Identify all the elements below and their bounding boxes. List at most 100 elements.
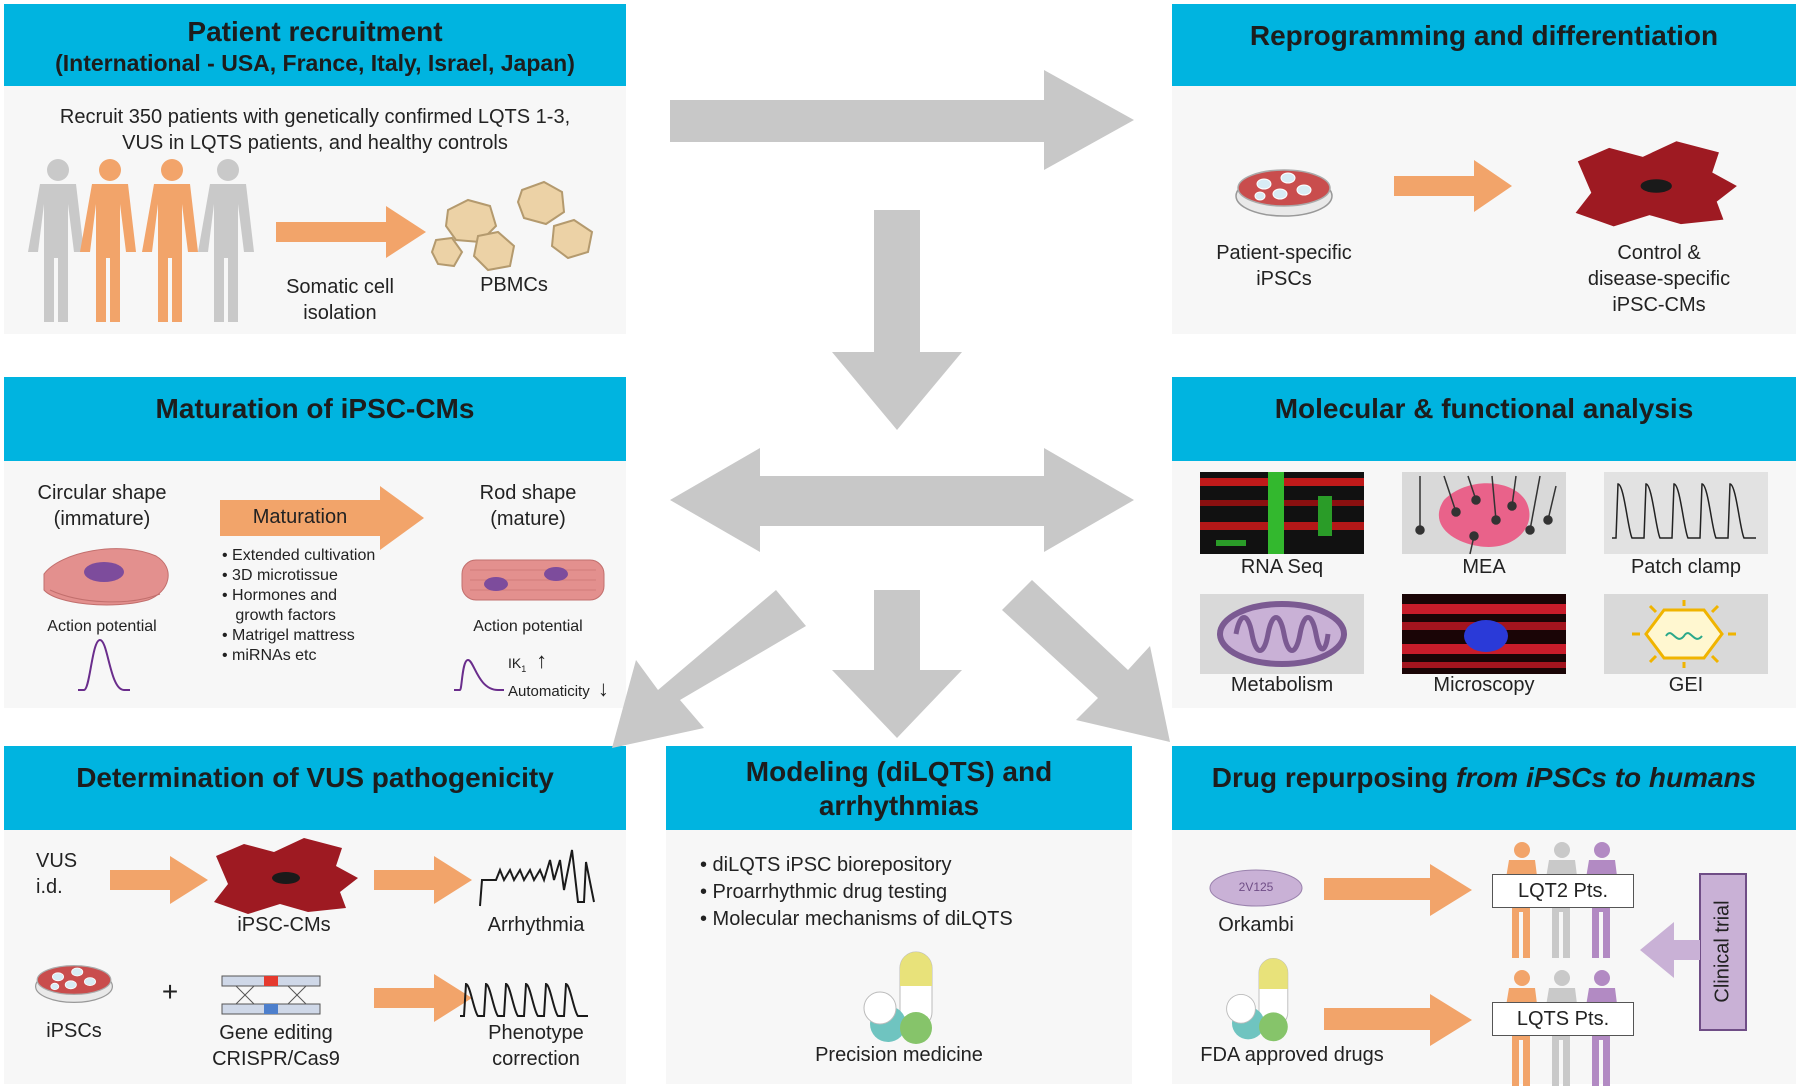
fda-drug-pills bbox=[1226, 957, 1289, 1042]
drug-header: Drug repurposing from iPSCs to humans bbox=[1172, 746, 1796, 830]
pill-imprint: 2V125 bbox=[1238, 880, 1274, 894]
modeling-bullet: • Molecular mechanisms of diLQTS bbox=[700, 908, 1013, 930]
ap-label-right: Action potential bbox=[473, 618, 583, 635]
maturation-bullet: • miRNAs etc bbox=[222, 647, 317, 664]
lqt2-box: LQT2 Pts. bbox=[1492, 874, 1634, 908]
recruitment-title: Patient recruitment bbox=[187, 16, 443, 47]
lqts-box: LQTS Pts. bbox=[1492, 1002, 1634, 1036]
microscopy-image bbox=[1402, 594, 1566, 674]
ik1-label: IK1 ↑ bbox=[508, 648, 547, 674]
arrow-double-horizontal bbox=[670, 448, 1134, 552]
arrow-differentiation bbox=[1394, 160, 1512, 212]
precision-medicine-pills bbox=[863, 951, 933, 1045]
pbmcs-label: PBMCs bbox=[480, 274, 548, 296]
vus-ipsccms-label: iPSC-CMs bbox=[237, 914, 331, 936]
modeling-bullet: • Proarrhythmic drug testing bbox=[700, 881, 948, 903]
mea-label: MEA bbox=[1462, 556, 1506, 578]
gene-editing-label: Gene editing CRISPR/Cas9 bbox=[196, 1020, 356, 1072]
orkambi-pill bbox=[1209, 869, 1303, 907]
somatic-line1: Somatic cell bbox=[286, 276, 394, 298]
vus-line2: i.d. bbox=[36, 876, 63, 898]
arrow-vus-3 bbox=[374, 974, 472, 1022]
somatic-label: Somatic cell isolation bbox=[250, 274, 430, 326]
recruitment-subtitle: (International - USA, France, Italy, Isr… bbox=[55, 50, 575, 76]
pheno-line1: Phenotype bbox=[488, 1022, 584, 1044]
arrow-down-center bbox=[832, 210, 962, 430]
maturation-bullet: • Extended cultivation bbox=[222, 547, 376, 564]
control-cms-line1: Control & bbox=[1617, 242, 1701, 264]
ipsc-dish-small bbox=[34, 965, 114, 1004]
ik1-up-arrow: ↑ bbox=[536, 648, 548, 673]
vus-line1: VUS bbox=[36, 850, 78, 872]
ipsc-dish bbox=[1235, 169, 1333, 217]
clinical-trial-arrow bbox=[1640, 922, 1700, 978]
arrow-down-lower bbox=[832, 590, 962, 738]
patch-clamp-image bbox=[1604, 472, 1768, 554]
maturation-bullet: • 3D microtissue bbox=[222, 567, 338, 584]
gene-line1: Gene editing bbox=[219, 1022, 333, 1044]
arrow-down-right bbox=[1002, 580, 1170, 742]
arrow-vus-2 bbox=[374, 856, 472, 904]
modeling-bullet: • diLQTS iPSC biorepository bbox=[700, 854, 952, 876]
arrow-fda bbox=[1324, 994, 1472, 1046]
phenotype-label: Phenotype correction bbox=[456, 1020, 616, 1072]
arrhythmia-label: Arrhythmia bbox=[487, 914, 585, 936]
maturation-bullet: growth factors bbox=[222, 607, 336, 624]
circular-line2: (immature) bbox=[53, 508, 151, 530]
metabolism-image bbox=[1200, 594, 1364, 674]
pheno-line2: correction bbox=[492, 1048, 580, 1070]
arrhythmia-trace bbox=[479, 849, 595, 907]
circular-line1: Circular shape bbox=[37, 482, 167, 504]
molecular-header: Molecular & functional analysis bbox=[1172, 377, 1796, 461]
drug-title: Drug repurposing from iPSCs to humans bbox=[1172, 762, 1796, 794]
recruitment-header: Patient recruitment (International - USA… bbox=[4, 4, 626, 86]
vus-title: Determination of VUS pathogenicity bbox=[76, 762, 554, 793]
cardiomyocyte-large bbox=[1575, 141, 1737, 227]
rna-seq-label: RNA Seq bbox=[1240, 556, 1324, 578]
gene-line2: CRISPR/Cas9 bbox=[212, 1048, 340, 1070]
control-cms-line2: disease-specific bbox=[1587, 268, 1731, 290]
rna-seq-image bbox=[1200, 472, 1364, 554]
rod-line2: (mature) bbox=[490, 508, 566, 530]
modeling-panel bbox=[666, 826, 1132, 1084]
reprogramming-header: Reprogramming and differentiation bbox=[1172, 4, 1796, 86]
microscopy-label: Microscopy bbox=[1433, 674, 1535, 696]
patch-clamp-label: Patch clamp bbox=[1630, 556, 1742, 578]
clinical-trial-box bbox=[1699, 873, 1747, 1031]
pbmc-cells bbox=[430, 180, 594, 272]
modeling-title-line2: arrhythmias bbox=[818, 790, 980, 821]
gei-label: GEI bbox=[1668, 674, 1704, 696]
maturation-bullet: • Matrigel mattress bbox=[222, 627, 355, 644]
fda-drugs-label: FDA approved drugs bbox=[1200, 1044, 1384, 1066]
drug-title-plain: Drug repurposing bbox=[1211, 762, 1456, 793]
modeling-bullets: • diLQTS iPSC biorepository • Proarrhyth… bbox=[700, 852, 1013, 933]
mea-image bbox=[1402, 472, 1566, 555]
automaticity-label: Automaticity ↓ bbox=[508, 676, 609, 702]
recruit-desc: Recruit 350 patients with genetically co… bbox=[4, 104, 626, 156]
vus-ipscs-label: iPSCs bbox=[46, 1020, 102, 1042]
gei-image bbox=[1604, 594, 1768, 674]
arrow-down-left bbox=[612, 590, 806, 748]
vus-header: Determination of VUS pathogenicity bbox=[4, 746, 626, 830]
ap-label-left: Action potential bbox=[47, 618, 157, 635]
patient-ipscs-label: Patient-specific iPSCs bbox=[1194, 240, 1374, 292]
arrow-somatic bbox=[276, 206, 426, 258]
maturation-header: Maturation of iPSC-CMs bbox=[4, 377, 626, 461]
ap-curve-immature bbox=[78, 638, 130, 691]
ap-curve-mature bbox=[454, 658, 504, 691]
somatic-line2: isolation bbox=[303, 302, 377, 324]
plus-sign: + bbox=[161, 976, 179, 1007]
patient-ipscs-line2: iPSCs bbox=[1256, 268, 1312, 290]
vus-id-label: VUS i.d. bbox=[36, 848, 77, 900]
precision-medicine-label: Precision medicine bbox=[815, 1044, 983, 1066]
cardiomyocyte-small bbox=[214, 838, 358, 914]
drug-title-italic: from iPSCs to humans bbox=[1455, 762, 1757, 793]
clinical-trial-label: Clinical trial bbox=[1711, 900, 1734, 1003]
rod-shape-label: Rod shape (mature) bbox=[440, 480, 616, 532]
molecular-title: Molecular & functional analysis bbox=[1274, 393, 1694, 424]
reprogramming-title: Reprogramming and differentiation bbox=[1249, 20, 1719, 51]
modeling-title-line1: Modeling (diLQTS) and bbox=[745, 756, 1053, 787]
flow-arrows bbox=[612, 70, 1170, 748]
automaticity-down-arrow: ↓ bbox=[597, 676, 609, 701]
ik1-text: IK bbox=[508, 655, 522, 671]
